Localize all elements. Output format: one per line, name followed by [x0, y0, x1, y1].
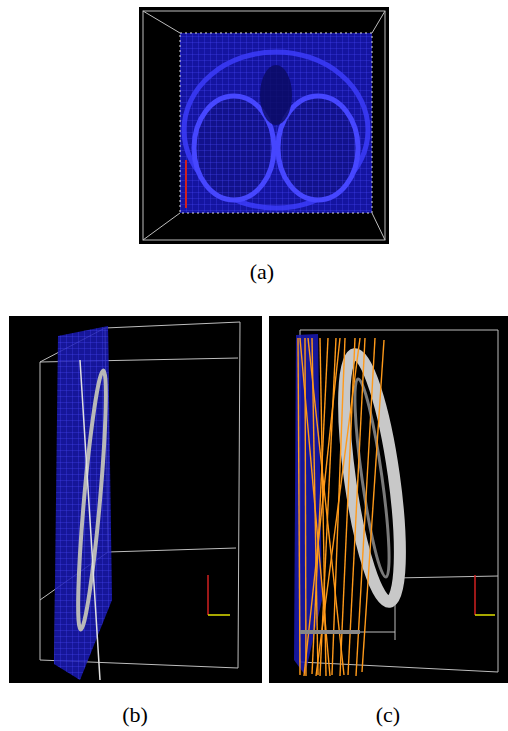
panel-label: (a)	[250, 259, 274, 285]
panel-label: (c)	[376, 702, 400, 728]
panel-label: (b)	[122, 702, 148, 728]
panel-b-render	[9, 316, 262, 683]
panel-a-render	[139, 7, 389, 244]
panel-c-render	[269, 316, 508, 683]
